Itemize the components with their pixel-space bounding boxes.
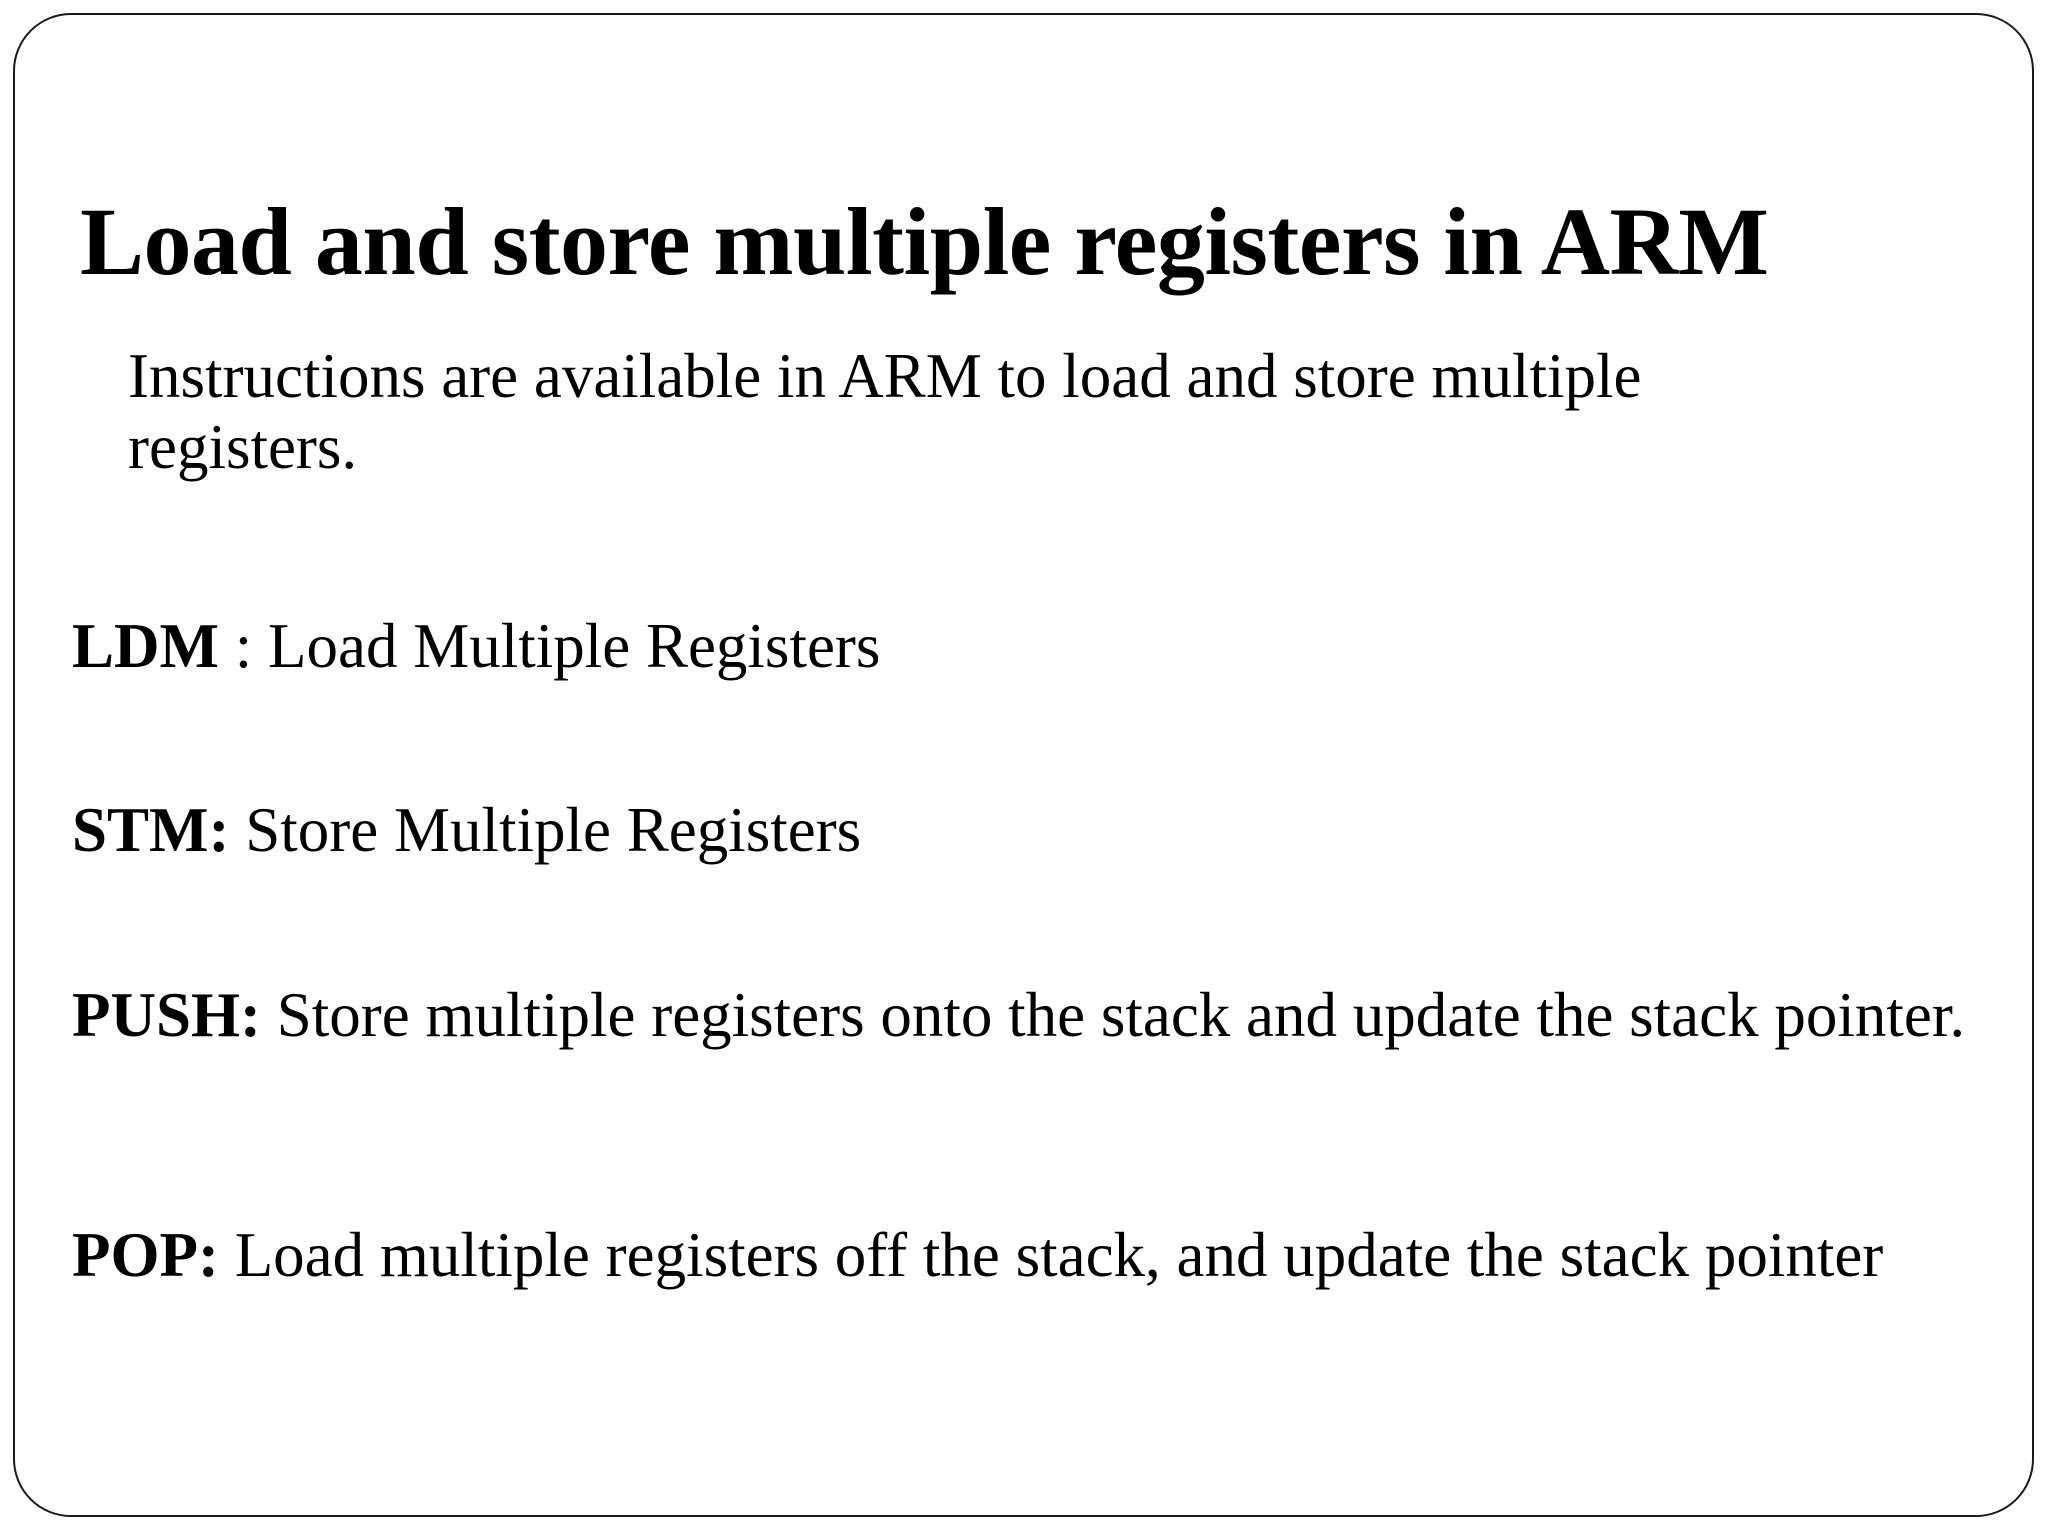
list-item-push-text: Store multiple registers onto the stack … <box>276 980 1966 1050</box>
list-item-stm-text: Store Multiple Registers <box>245 795 862 865</box>
list-item-push-label: PUSH: <box>72 980 261 1050</box>
list-item-ldm: LDM : Load Multiple Registers <box>72 611 1872 682</box>
list-item-pop: POP: Load multiple registers off the sta… <box>72 1220 2048 1291</box>
list-item-push-separator <box>261 980 277 1050</box>
list-item-ldm-label: LDM <box>72 611 219 681</box>
list-item-pop-text: Load multiple registers off the stack, a… <box>234 1220 1884 1290</box>
list-item-ldm-text: Load Multiple Registers <box>268 611 881 681</box>
intro-paragraph: Instructions are available in ARM to loa… <box>128 341 1642 482</box>
list-item-ldm-separator: : <box>218 611 268 681</box>
list-item-push: PUSH: Store multiple registers onto the … <box>72 980 2048 1051</box>
list-item-stm: STM: Store Multiple Registers <box>72 795 1872 866</box>
list-item-stm-label: STM: <box>72 795 230 865</box>
list-item-pop-separator <box>219 1220 235 1290</box>
list-item-stm-separator <box>230 795 246 865</box>
page-title: Load and store multiple registers in ARM <box>80 188 1769 296</box>
list-item-pop-label: POP: <box>72 1220 219 1290</box>
